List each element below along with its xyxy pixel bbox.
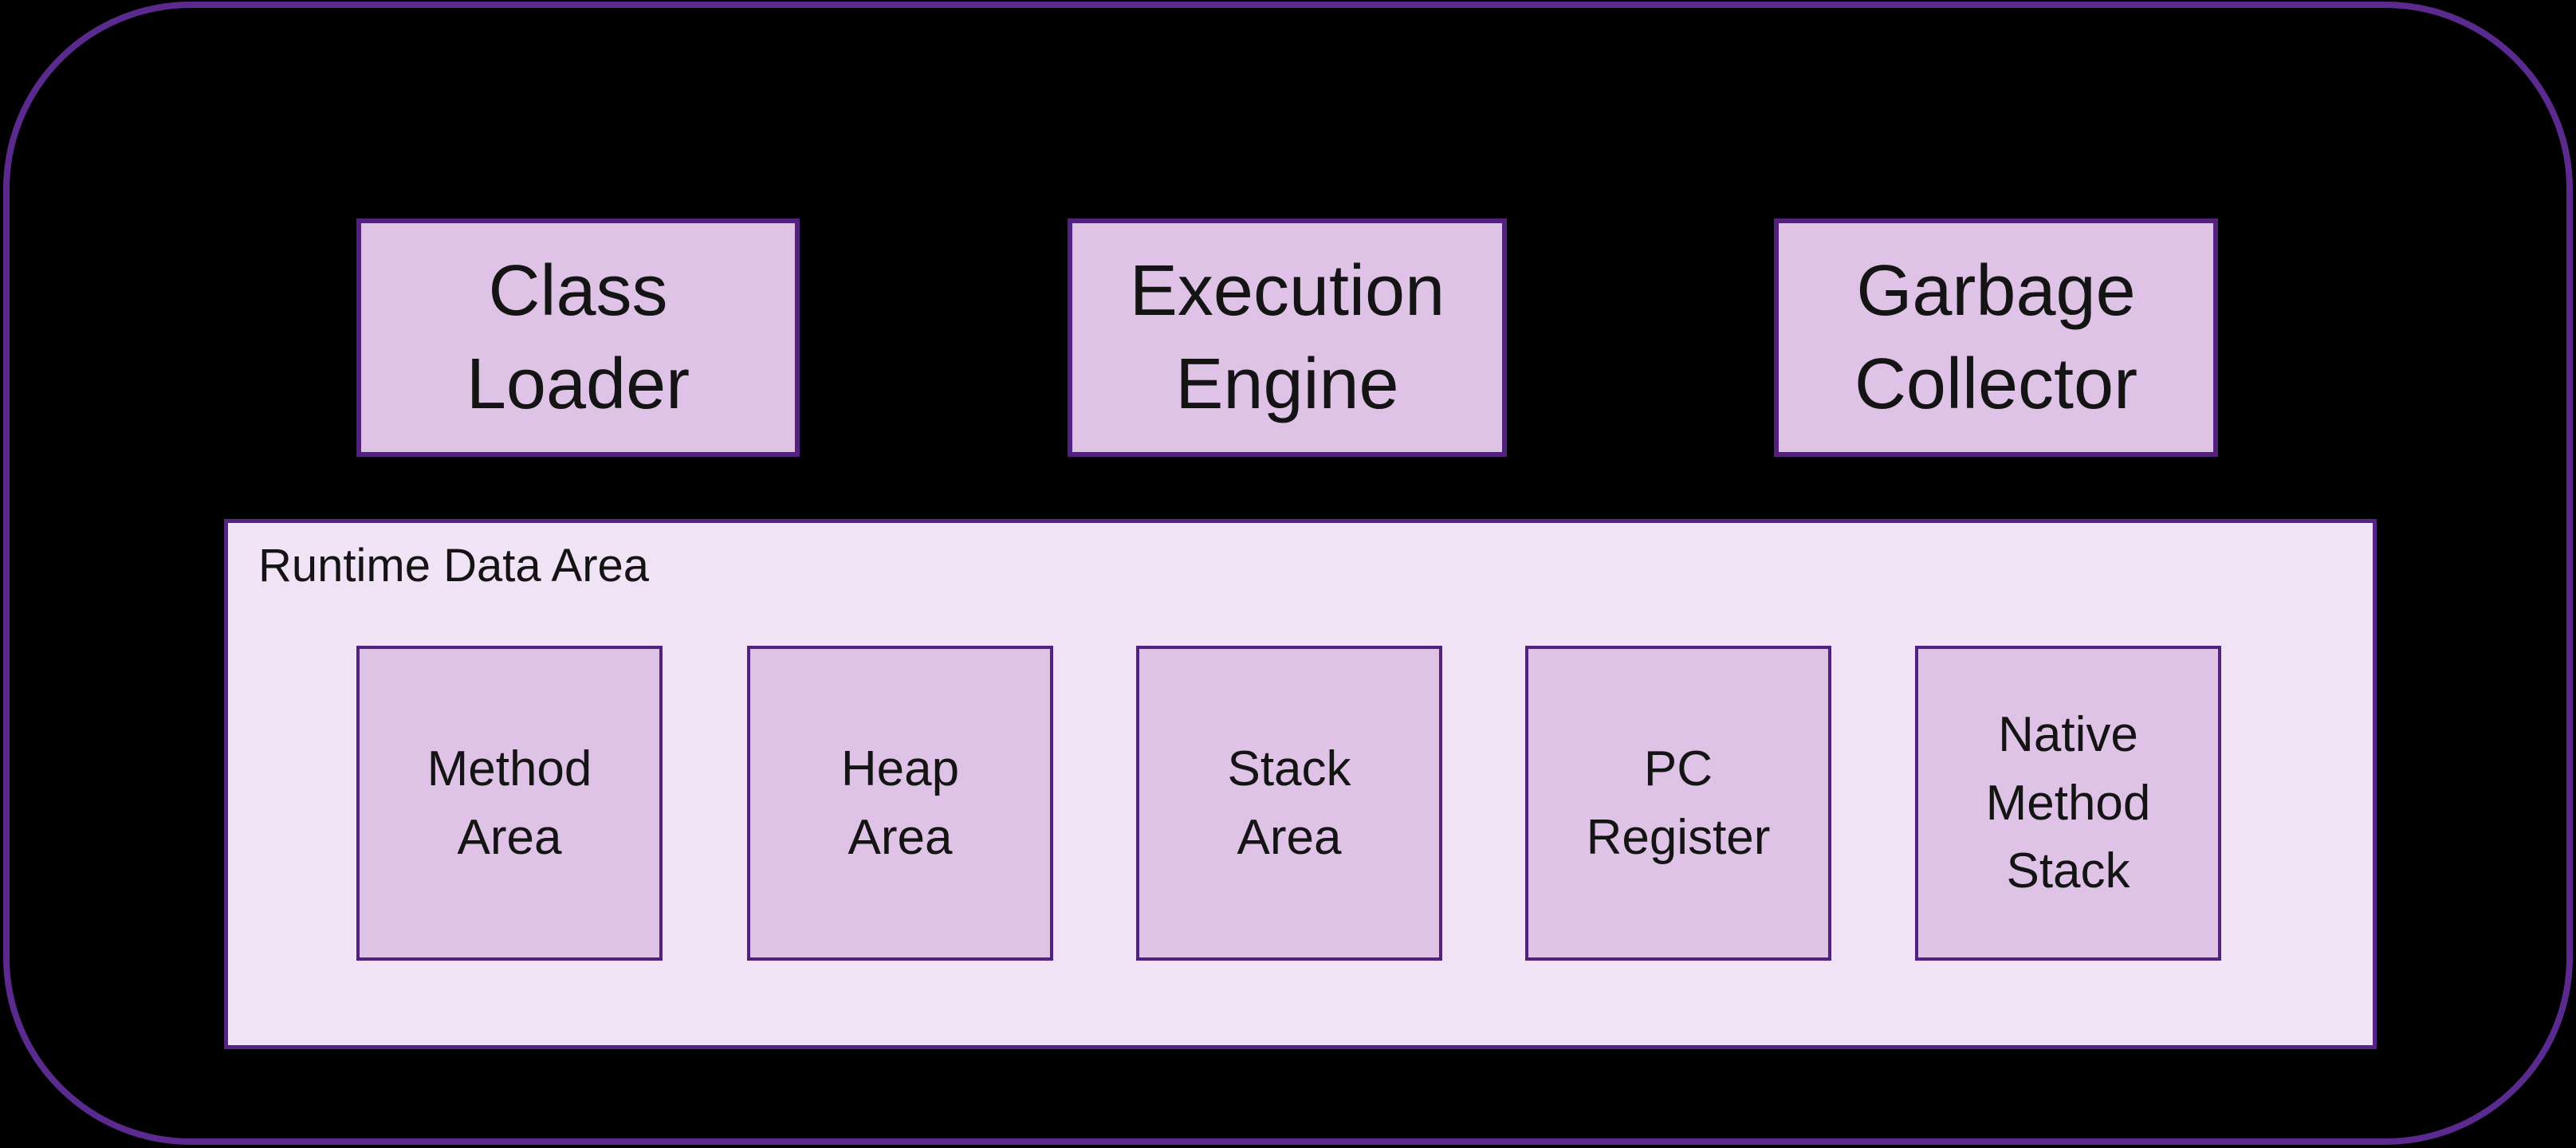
method-area-box: Method Area [356, 646, 663, 961]
stack-area-label: Stack Area [1227, 741, 1351, 865]
execution-engine-box: Execution Engine [1068, 218, 1507, 457]
pc-register-box: PC Register [1525, 646, 1831, 961]
native-method-stack-label: Native Method Stack [1985, 707, 2151, 899]
garbage-collector-box: Garbage Collector [1774, 218, 2218, 457]
stack-area-box: Stack Area [1136, 646, 1442, 961]
execution-engine-label: Execution Engine [1129, 250, 1445, 424]
runtime-data-area-container: Runtime Data Area Method Area Heap Area … [224, 519, 2377, 1049]
heap-area-box: Heap Area [747, 646, 1053, 961]
jvm-outer-frame [3, 2, 2573, 1145]
runtime-data-area-label: Runtime Data Area [258, 540, 650, 592]
garbage-collector-label: Garbage Collector [1854, 250, 2138, 424]
method-area-label: Method Area [427, 741, 592, 865]
pc-register-label: PC Register [1586, 741, 1771, 865]
class-loader-label: Class Loader [466, 250, 690, 424]
heap-area-label: Heap Area [840, 741, 960, 865]
native-method-stack-box: Native Method Stack [1915, 646, 2221, 961]
class-loader-box: Class Loader [356, 218, 800, 457]
